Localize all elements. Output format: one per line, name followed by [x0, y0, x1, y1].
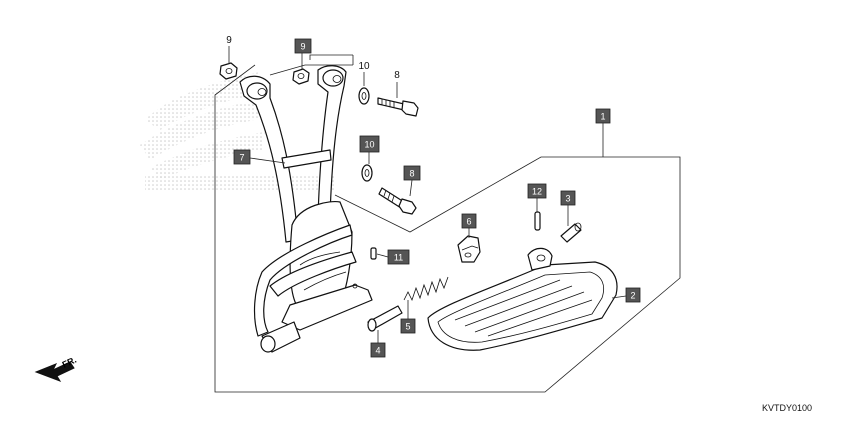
callout-11: 11	[387, 249, 410, 265]
callout-8-lower: 8	[403, 165, 421, 181]
callout-10-boxed-text: 10	[364, 140, 374, 150]
callout-9-boxed: 9	[294, 38, 312, 54]
callout-5-text: 5	[405, 322, 410, 332]
callout-1-text: 1	[600, 112, 605, 122]
callout-7-text: 7	[239, 153, 244, 163]
flange-nut-right	[292, 68, 310, 85]
pivot-pin	[367, 305, 403, 332]
pin-12	[534, 211, 541, 231]
callout-2: 2	[625, 287, 641, 303]
spring	[403, 276, 449, 302]
collar-3	[560, 222, 582, 243]
callout-10-plain-text: 10	[358, 61, 370, 72]
callout-4-text: 4	[375, 346, 380, 356]
stand-frame	[239, 65, 373, 353]
arrow-down-left-icon	[34, 361, 75, 382]
diagram-code: KVTDY0100	[762, 403, 812, 413]
washer-upper	[358, 87, 370, 105]
leader-lines	[228, 46, 627, 343]
flange-nut-left	[219, 62, 238, 80]
callout-12-text: 12	[532, 187, 542, 197]
brand-wing-watermark	[140, 72, 335, 192]
callout-10-boxed: 10	[359, 135, 380, 153]
callout-7: 7	[233, 149, 251, 165]
callout-9-plain: 9	[226, 35, 232, 46]
callout-6: 6	[461, 213, 477, 229]
washer-lower	[361, 164, 373, 182]
pin-11	[370, 247, 377, 260]
callout-8-upper: 8	[394, 70, 400, 81]
callout-6-text: 6	[466, 217, 471, 227]
callout-8-upper-text: 8	[394, 70, 400, 81]
callout-8-lower-text: 8	[409, 169, 414, 179]
callout-10-plain: 10	[358, 61, 370, 72]
footboard	[427, 247, 618, 351]
bolt-lower	[378, 187, 417, 215]
stopper-block	[457, 235, 481, 263]
callout-3-text: 3	[565, 194, 570, 204]
callout-11-text: 11	[394, 253, 403, 263]
callout-1: 1	[595, 108, 611, 124]
bolt-upper	[377, 97, 419, 117]
callout-12: 12	[527, 183, 547, 199]
callout-9-plain-text: 9	[226, 35, 232, 46]
callout-5: 5	[400, 318, 416, 334]
callout-4: 4	[370, 342, 386, 358]
callout-3: 3	[560, 190, 576, 206]
callout-2-text: 2	[630, 291, 635, 301]
callout-9-boxed-text: 9	[300, 42, 305, 52]
direction-label: FR.	[61, 355, 78, 370]
assembly-outline	[214, 54, 681, 393]
